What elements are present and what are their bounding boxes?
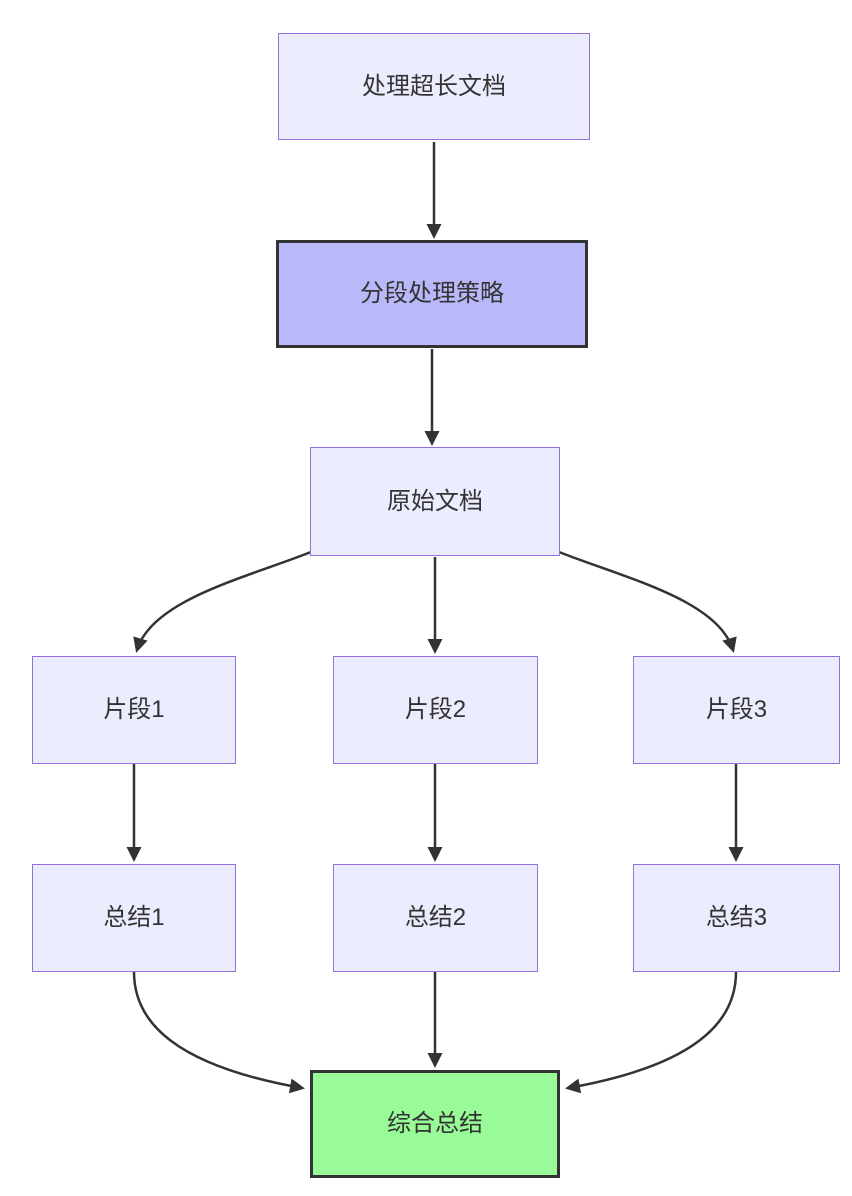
node-original-document: 原始文档 <box>310 447 560 556</box>
edge-summary3-to-final <box>565 971 738 1094</box>
node-summary-3: 总结3 <box>633 864 840 972</box>
node-label: 总结1 <box>103 904 165 932</box>
edge-original-to-fragment1 <box>133 550 312 653</box>
node-label: 分段处理策略 <box>360 280 504 308</box>
node-summary-2: 总结2 <box>333 864 538 972</box>
node-label: 原始文档 <box>387 487 483 515</box>
node-summary-1: 总结1 <box>32 864 236 972</box>
node-process-long-document: 处理超长文档 <box>278 33 590 140</box>
node-label: 总结3 <box>705 904 768 932</box>
edge-original-to-fragment3 <box>558 550 737 653</box>
node-segmentation-strategy: 分段处理策略 <box>276 240 588 348</box>
node-fragment-3: 片段3 <box>633 656 840 764</box>
node-label: 片段1 <box>103 696 165 724</box>
node-label: 综合总结 <box>387 1110 483 1138</box>
node-final-summary: 综合总结 <box>310 1070 560 1178</box>
node-label: 总结2 <box>404 904 467 932</box>
node-label: 片段3 <box>705 696 768 724</box>
node-fragment-1: 片段1 <box>32 656 236 764</box>
node-label: 处理超长文档 <box>362 72 506 100</box>
node-fragment-2: 片段2 <box>333 656 538 764</box>
node-label: 片段2 <box>404 696 467 724</box>
edge-summary1-to-final <box>132 971 305 1094</box>
